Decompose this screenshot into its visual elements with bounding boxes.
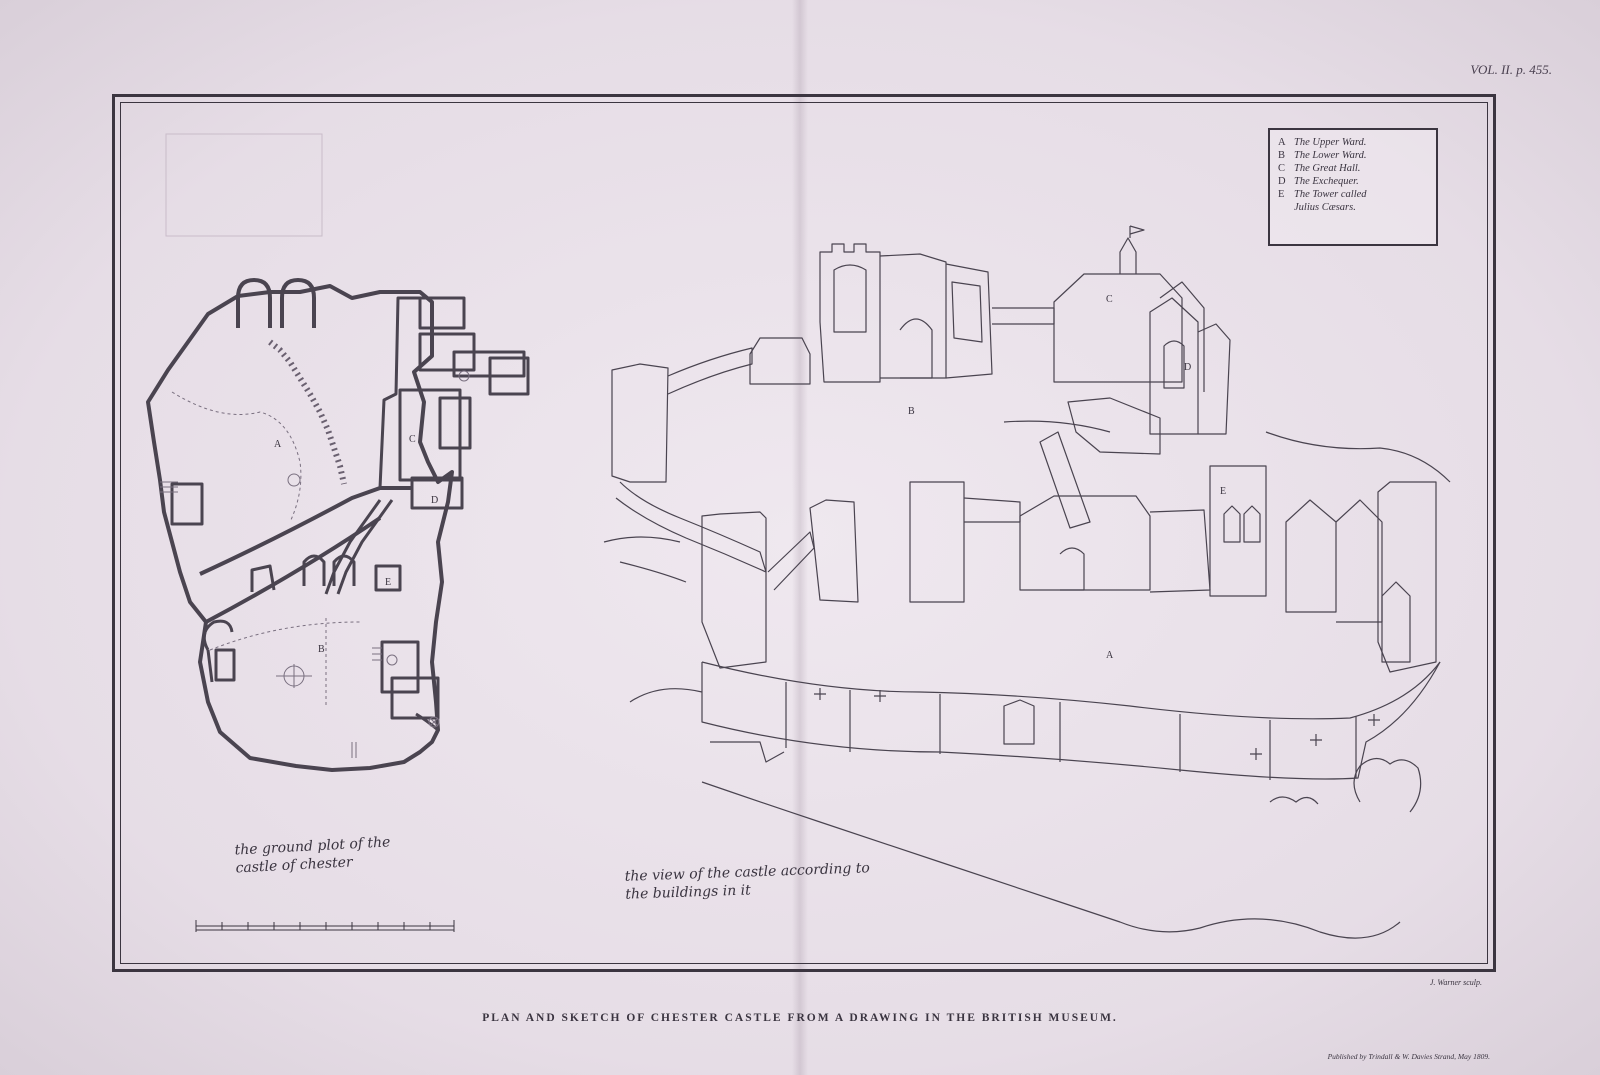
plan-label-a: A — [274, 439, 282, 450]
view-label-c: C — [1106, 294, 1113, 305]
plate-caption: PLAN AND SKETCH OF CHESTER CASTLE FROM A… — [482, 1012, 1118, 1024]
plan-label-d: D — [431, 495, 438, 506]
castle-view — [603, 225, 1451, 939]
ground-plan — [146, 278, 530, 772]
view-label-d: D — [1184, 362, 1191, 373]
legend-item-c: C The Great Hall. — [1278, 163, 1361, 174]
plan-label-c: C — [409, 434, 416, 445]
plan-label-b: B — [318, 644, 325, 655]
ground-plan-details — [160, 339, 470, 758]
legend-box: A The Upper Ward. B The Lower Ward. C Th… — [1268, 128, 1438, 246]
legend-item-d: D The Exchequer. — [1278, 176, 1359, 187]
legend-item-a: A The Upper Ward. — [1278, 137, 1367, 148]
legend-item-e: E The Tower called — [1278, 189, 1367, 200]
plan-label-e: E — [385, 577, 391, 588]
publisher-line: Published by Trindall & W. Davies Strand… — [1327, 1052, 1490, 1061]
engraver-credit: J. Warner sculp. — [1429, 978, 1482, 987]
scale-bar — [195, 920, 455, 932]
legend-item-e-continued: Julius Cæsars. — [1294, 202, 1356, 213]
plate-frame-outer — [112, 94, 1496, 972]
plate-frame-inner — [120, 102, 1488, 964]
view-label-a: A — [1106, 650, 1114, 661]
view-label-b: B — [908, 406, 915, 417]
legend-item-b: B The Lower Ward. — [1278, 150, 1367, 161]
offset-rectangle — [165, 133, 323, 237]
view-label-e: E — [1220, 486, 1226, 497]
volume-reference: VOL. II. p. 455. — [1470, 62, 1552, 77]
plate-drawing: A B C D E — [146, 133, 1451, 939]
book-gutter — [792, 0, 808, 1075]
